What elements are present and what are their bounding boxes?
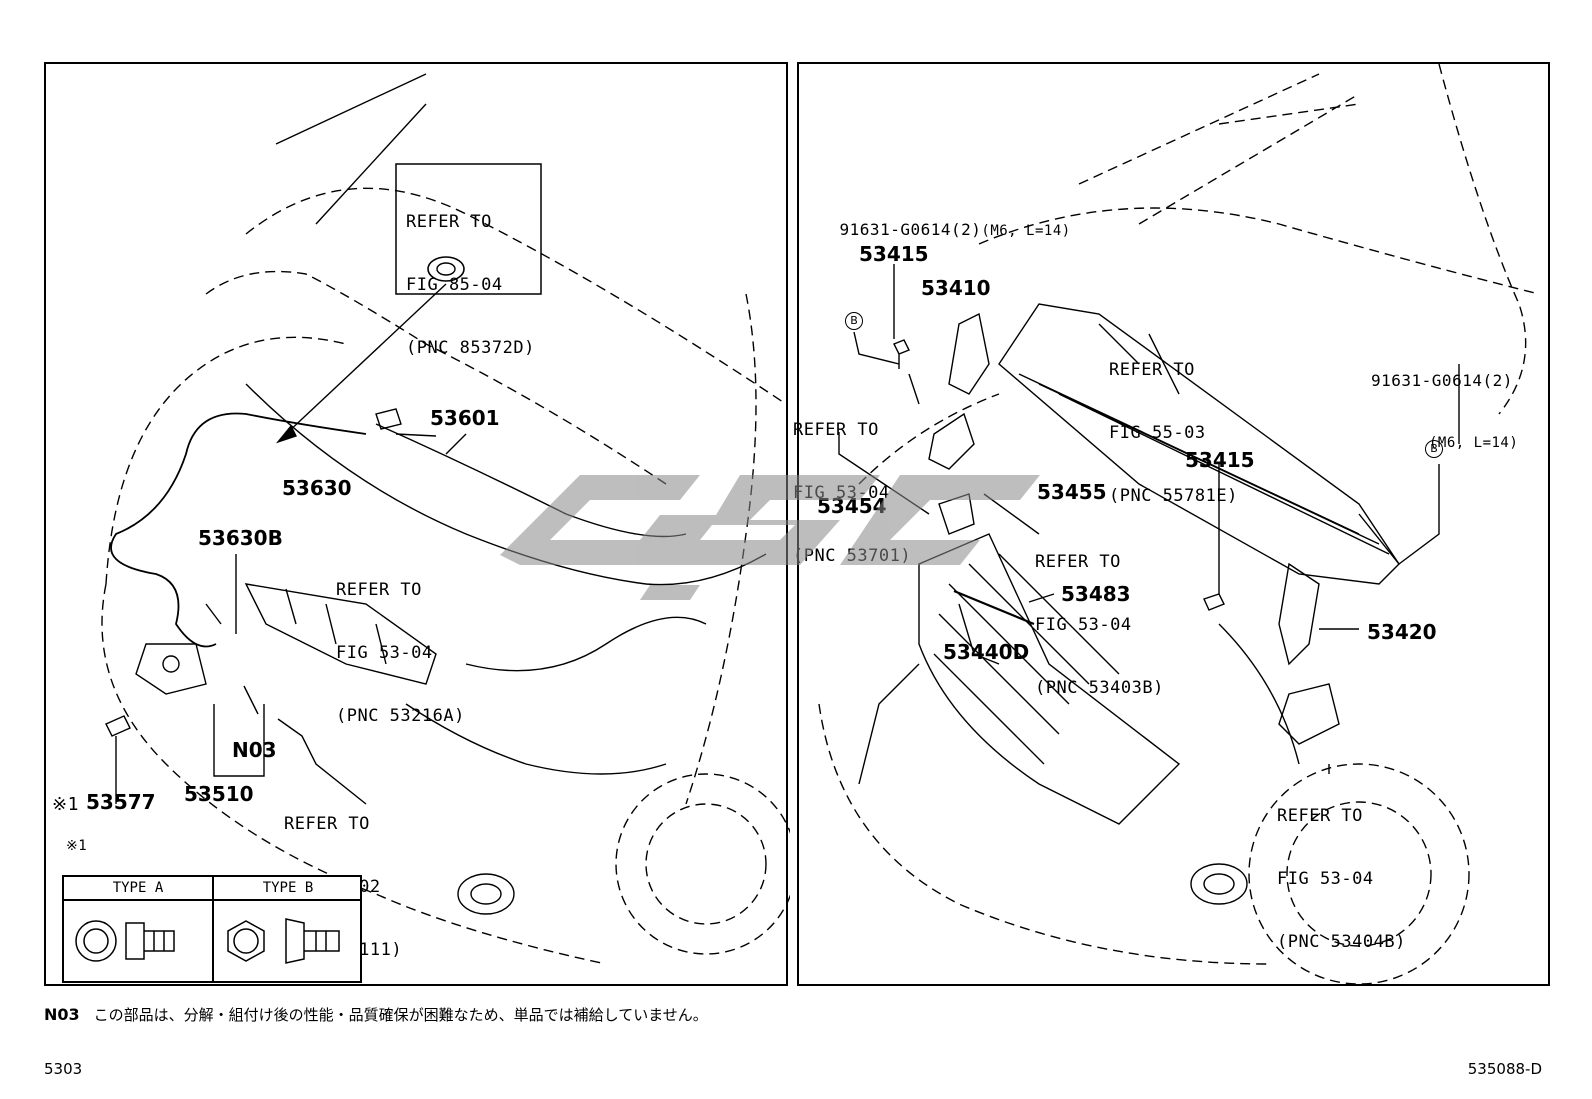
- left-diagram-panel: REFER TO FIG 85-04 (PNC 85372D) 53601 53…: [44, 62, 790, 986]
- part-53630[interactable]: 53630: [282, 476, 352, 500]
- type-table-mark: ※1: [66, 838, 88, 854]
- refer-line: FIG 85-04: [406, 275, 503, 295]
- note-code: N03: [44, 1005, 80, 1024]
- bolt-spec-left: 91631-G0614(2)(M6, L=14): [799, 198, 1071, 263]
- type-b-head-icon: [227, 920, 265, 962]
- refer-fig-53-04-53403b: REFER TO FIG 53-04 (PNC 53403B): [1035, 510, 1164, 741]
- refer-line: (PNC 53701): [793, 546, 912, 566]
- bolt-spec-right: 91631-G0614(2) (M6, L=14): [1371, 328, 1518, 496]
- part-53415-left[interactable]: 53415: [859, 242, 929, 266]
- refer-line: FIG 53-04: [336, 643, 433, 663]
- type-b-bolt-icon: [285, 918, 340, 964]
- bolt-spec-part-number[interactable]: 91631-G0614(2): [839, 220, 982, 239]
- ref-b-marker-right: B: [1425, 440, 1443, 458]
- footnote-n03: N03 この部品は、分解・組付け後の性能・品質確保が困難なため、単品では補給してい…: [44, 1004, 708, 1025]
- refer-fig-53-04-53216a: REFER TO FIG 53-04 (PNC 53216A): [336, 538, 465, 769]
- page-code-left: 5303: [44, 1060, 83, 1078]
- bolt-type-table: TYPE A TYPE B: [62, 875, 362, 983]
- refer-line: REFER TO: [336, 580, 422, 600]
- refer-line: (PNC 85372D): [406, 338, 535, 358]
- bolt-spec-part-number[interactable]: 91631-G0614(2): [1371, 371, 1513, 390]
- part-53510[interactable]: 53510: [184, 782, 254, 806]
- page-code-right: 535088-D: [1467, 1060, 1542, 1078]
- hood-lock-support-illustration: [818, 64, 1540, 985]
- type-a-header: TYPE A: [64, 877, 212, 901]
- part-53454[interactable]: 53454: [817, 494, 887, 518]
- type-b-header: TYPE B: [214, 877, 362, 901]
- refer-line: FIG 53-04: [1277, 869, 1374, 889]
- refer-line: FIG 55-03: [1109, 423, 1206, 443]
- part-53630b[interactable]: 53630B: [198, 526, 283, 550]
- part-53420[interactable]: 53420: [1367, 620, 1437, 644]
- refer-line: (PNC 53403B): [1035, 678, 1164, 698]
- part-53483[interactable]: 53483: [1061, 582, 1131, 606]
- part-53601[interactable]: 53601: [430, 406, 500, 430]
- star-mark: ※1: [52, 794, 79, 815]
- part-53455[interactable]: 53455: [1037, 480, 1107, 504]
- refer-line: (PNC 53216A): [336, 706, 465, 726]
- right-diagram-panel: 91631-G0614(2)(M6, L=14) B 53415 53410 R…: [793, 62, 1550, 986]
- ref-b-marker-left: B: [845, 312, 863, 330]
- table-divider: [212, 877, 214, 981]
- bolt-spec-size: (M6, L=14): [1429, 435, 1519, 451]
- part-53440d[interactable]: 53440D: [943, 640, 1030, 664]
- refer-line: REFER TO: [793, 420, 879, 440]
- refer-fig-53-04-53404b: REFER TO FIG 53-04 (PNC 53404B): [1277, 764, 1406, 995]
- note-text: この部品は、分解・組付け後の性能・品質確保が困難なため、単品では補給していません…: [93, 1006, 708, 1024]
- refer-fig-85-04: REFER TO FIG 85-04 (PNC 85372D): [406, 170, 535, 401]
- part-53577[interactable]: 53577: [86, 790, 156, 814]
- type-a-bolt-icon: [125, 922, 175, 960]
- bolt-spec-size: (M6, L=14): [981, 223, 1071, 239]
- refer-line: REFER TO: [284, 814, 370, 834]
- refer-line: REFER TO: [1035, 552, 1121, 572]
- refer-line: REFER TO: [406, 212, 492, 232]
- refer-line: REFER TO: [1277, 806, 1363, 826]
- refer-line: REFER TO: [1109, 360, 1195, 380]
- part-53410[interactable]: 53410: [921, 276, 991, 300]
- bolt-type-drawings: [75, 918, 340, 964]
- part-n03[interactable]: N03: [232, 738, 277, 762]
- refer-fig-55-03: REFER TO FIG 55-03 (PNC 55781E): [1109, 318, 1238, 549]
- refer-line: (PNC 53404B): [1277, 932, 1406, 952]
- refer-line: (PNC 55781E): [1109, 486, 1238, 506]
- type-a-head-icon: [75, 920, 117, 962]
- part-53415-right[interactable]: 53415: [1185, 448, 1255, 472]
- refer-line: FIG 53-04: [1035, 615, 1132, 635]
